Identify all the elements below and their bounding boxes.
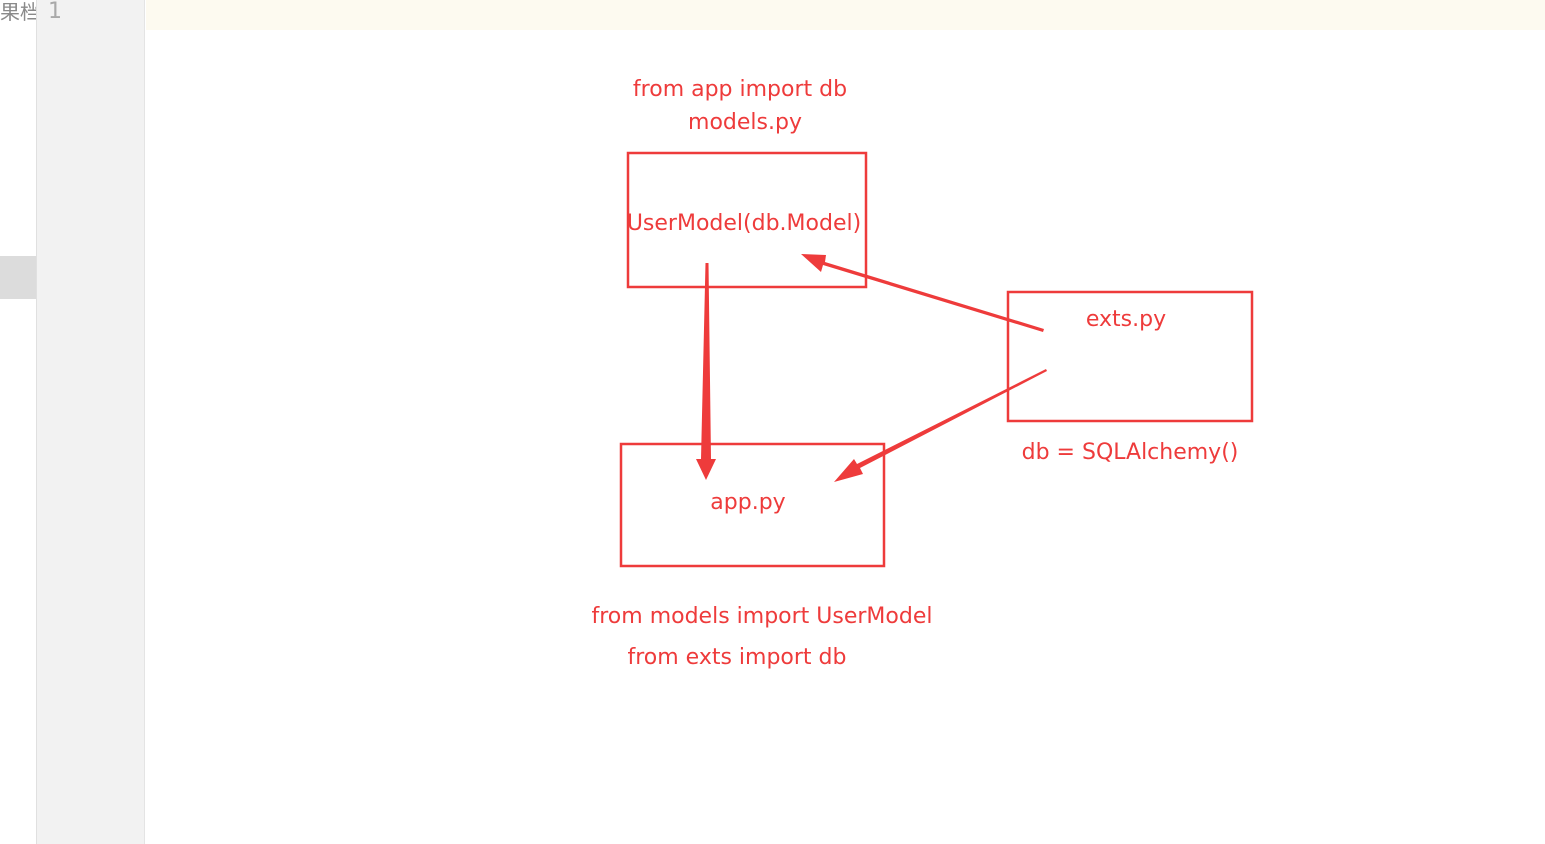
arrow-models-to-app	[696, 263, 716, 480]
app-import-models-label: from models import UserModel	[592, 604, 933, 629]
exts-box	[1006, 290, 1254, 423]
left-panel-strip: 果档	[0, 0, 36, 844]
models-box	[626, 151, 868, 289]
arrow-exts-to-models	[801, 254, 1044, 332]
app-import-exts-label: from exts import db	[627, 645, 846, 670]
models-class-label: UserModel(db.Model)	[627, 211, 861, 236]
line-number: 1	[48, 0, 62, 24]
exts-code-label: db = SQLAlchemy()	[1022, 440, 1239, 465]
models-import-label: from app import db	[633, 77, 847, 102]
app-file-label: app.py	[710, 490, 785, 515]
arrow-exts-to-app	[834, 369, 1047, 482]
models-file-label: models.py	[688, 110, 802, 135]
line-number-gutter	[36, 0, 145, 844]
left-panel-selected-item[interactable]	[0, 256, 36, 299]
left-panel-label: 果档	[0, 0, 36, 24]
app-box	[619, 442, 886, 568]
current-line-highlight[interactable]	[146, 0, 1545, 30]
exts-file-label: exts.py	[1086, 307, 1166, 332]
